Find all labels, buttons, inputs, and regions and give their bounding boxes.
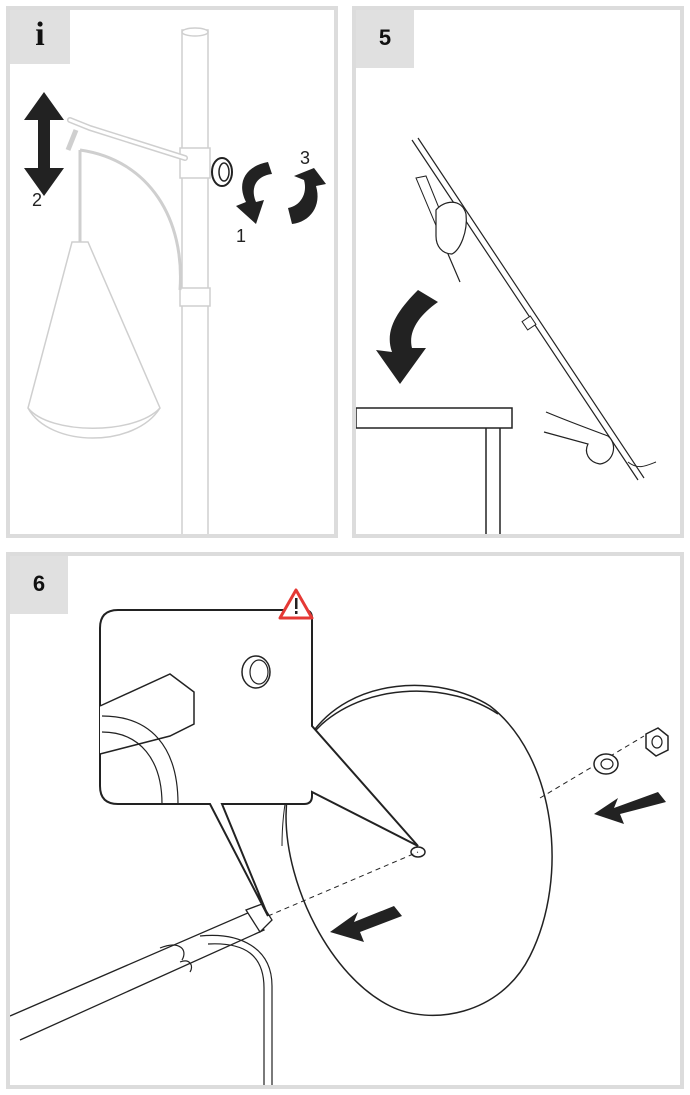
washer bbox=[593, 753, 619, 775]
panel-info-tab: i bbox=[10, 10, 70, 64]
upper-hand bbox=[435, 201, 467, 255]
insert-arrow-icon bbox=[330, 792, 666, 942]
callout-2: 2 bbox=[32, 190, 42, 210]
callout-1: 1 bbox=[236, 226, 246, 246]
lamp-pole bbox=[181, 29, 209, 534]
base-assembly-illustration bbox=[10, 588, 669, 1085]
lamp-shade bbox=[27, 241, 161, 439]
lamp-base-disc bbox=[281, 684, 553, 1017]
panel-step-6-tab: 6 bbox=[10, 556, 68, 614]
panel-step-5-label: 5 bbox=[378, 25, 392, 50]
up-down-arrow-icon bbox=[24, 92, 64, 196]
table bbox=[356, 407, 513, 534]
panel-step-6-label: 6 bbox=[32, 571, 46, 596]
panel-step-5-tab: 5 bbox=[356, 10, 414, 68]
callout-3: 3 bbox=[300, 148, 310, 168]
lower-hand bbox=[543, 411, 615, 465]
down-arrow-icon bbox=[376, 290, 438, 384]
pole-collar bbox=[179, 147, 211, 179]
lamp-head-illustration: 2 1 3 bbox=[24, 27, 326, 534]
panel-info: i 2 1 3 bbox=[6, 6, 338, 538]
rotate-cw-arrow-icon bbox=[288, 168, 326, 224]
hex-nut bbox=[645, 727, 669, 757]
panel-step-5: 5 bbox=[352, 6, 684, 538]
rotate-ccw-arrow-icon bbox=[236, 162, 272, 224]
panel-step-6: 6 bbox=[6, 552, 684, 1089]
panel-info-label: i bbox=[35, 16, 45, 53]
lamp-lowering-illustration bbox=[356, 137, 657, 534]
warning-triangle-icon bbox=[278, 588, 314, 620]
lamp-pole-bottom bbox=[10, 903, 273, 1085]
